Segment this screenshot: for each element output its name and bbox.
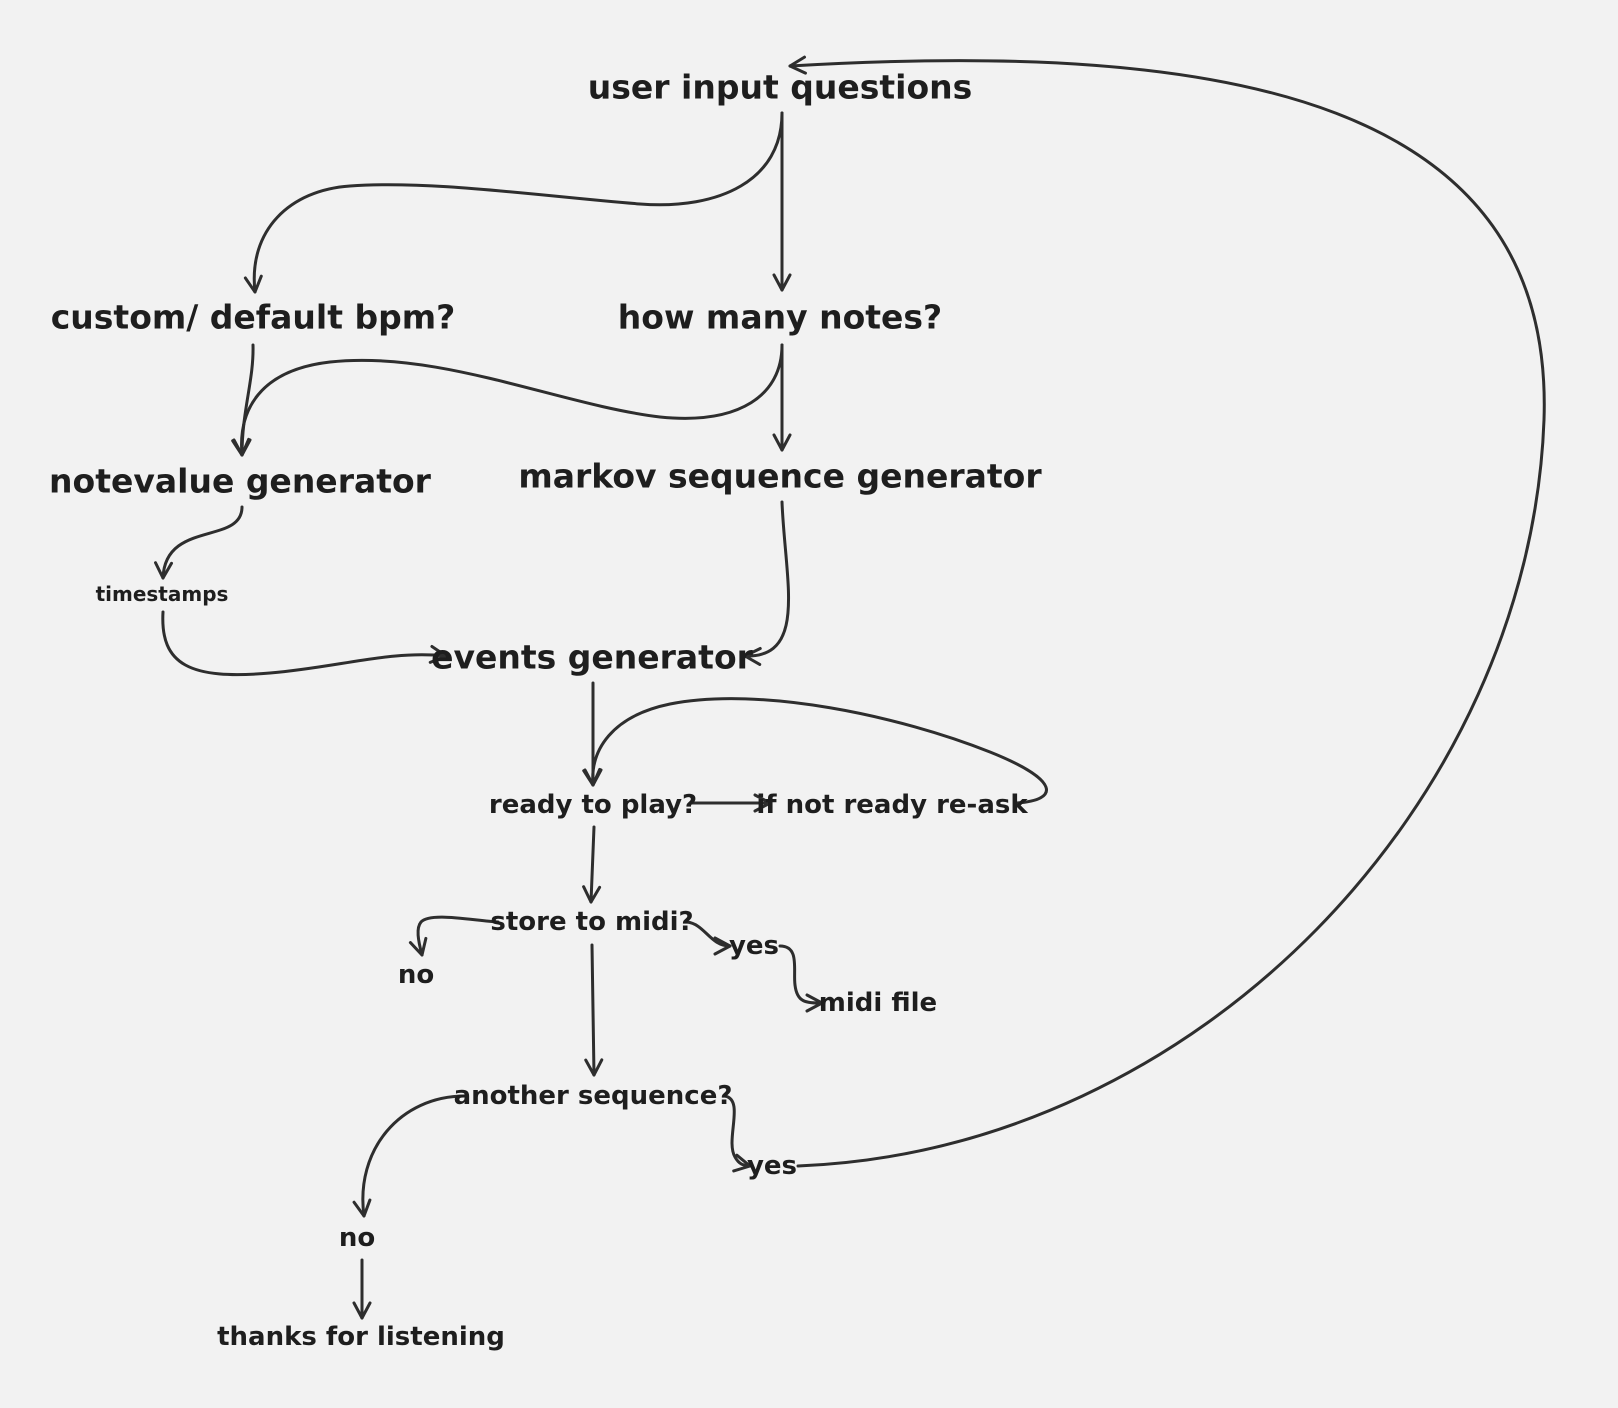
arrow-user-input-to-bpm [243,111,784,294]
arrow-another-to-no [352,1094,467,1218]
arrow-timestamps-to-events [161,610,448,677]
node-timestamps: timestamps [95,582,229,606]
node-ready-to-play: ready to play? [488,790,698,820]
arrow-notes-to-notevalue [231,343,784,457]
node-store-no: no [397,960,435,990]
node-markov-sequence-generator: markov sequence generator [518,456,1042,496]
arrow-reask-loop-to-ready [582,697,1048,805]
node-events-generator: events generator [431,637,753,677]
node-custom-default-bpm: custom/ default bpm? [50,297,456,337]
node-another-yes: yes [746,1151,798,1181]
arrow-yes-to-midi-file [778,944,824,1013]
node-store-yes: yes [728,931,780,961]
arrow-store-to-no [408,915,500,957]
node-thanks-for-listening: thanks for listening [217,1322,505,1352]
node-midi-file: midi file [818,988,938,1018]
arrow-yes-loop-to-user-input [788,55,1546,1168]
node-user-input-questions: user input questions [587,67,973,107]
node-notevalue-generator: notevalue generator [49,461,431,501]
node-if-not-ready-re-ask: if not ready re-ask [756,790,1028,820]
node-another-sequence: another sequence? [453,1081,733,1111]
node-store-to-midi: store to midi? [490,907,694,937]
node-another-no: no [338,1223,376,1253]
arrow-store-to-yes [685,920,732,956]
arrow-bpm-to-notevalue [232,343,255,457]
arrow-ready-to-store [582,825,602,904]
arrow-notevalue-to-timestamps [154,505,244,580]
arrow-store-to-another [584,943,604,1077]
arrow-another-to-yes [723,1094,752,1173]
arrow-markov-to-events [743,500,790,666]
node-how-many-notes: how many notes? [617,297,943,337]
